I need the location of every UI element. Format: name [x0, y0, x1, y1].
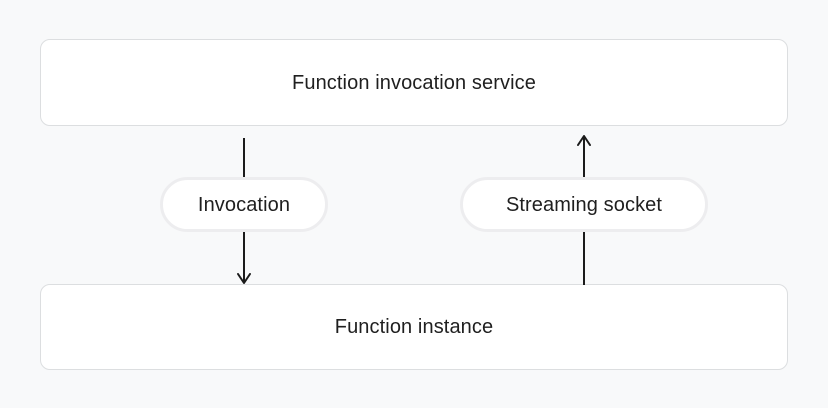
- arrowhead-up-icon: [577, 135, 591, 146]
- node-streaming-socket[interactable]: Streaming socket: [460, 177, 708, 232]
- node-function-instance-label: Function instance: [334, 316, 494, 338]
- node-function-invocation-service[interactable]: Function invocation service: [40, 39, 788, 126]
- edge-service-to-invocation: [236, 138, 252, 178]
- arrowhead-down-icon: [237, 273, 251, 284]
- edge-instance-to-socket: [576, 231, 592, 285]
- edge-socket-to-service: [576, 134, 592, 178]
- edge-invocation-to-instance: [236, 231, 252, 285]
- node-invocation-label: Invocation: [197, 193, 291, 216]
- node-streaming-socket-label: Streaming socket: [505, 193, 663, 216]
- node-invocation[interactable]: Invocation: [160, 177, 328, 232]
- node-function-invocation-service-label: Function invocation service: [292, 71, 536, 94]
- node-function-instance[interactable]: Function instance: [40, 284, 788, 370]
